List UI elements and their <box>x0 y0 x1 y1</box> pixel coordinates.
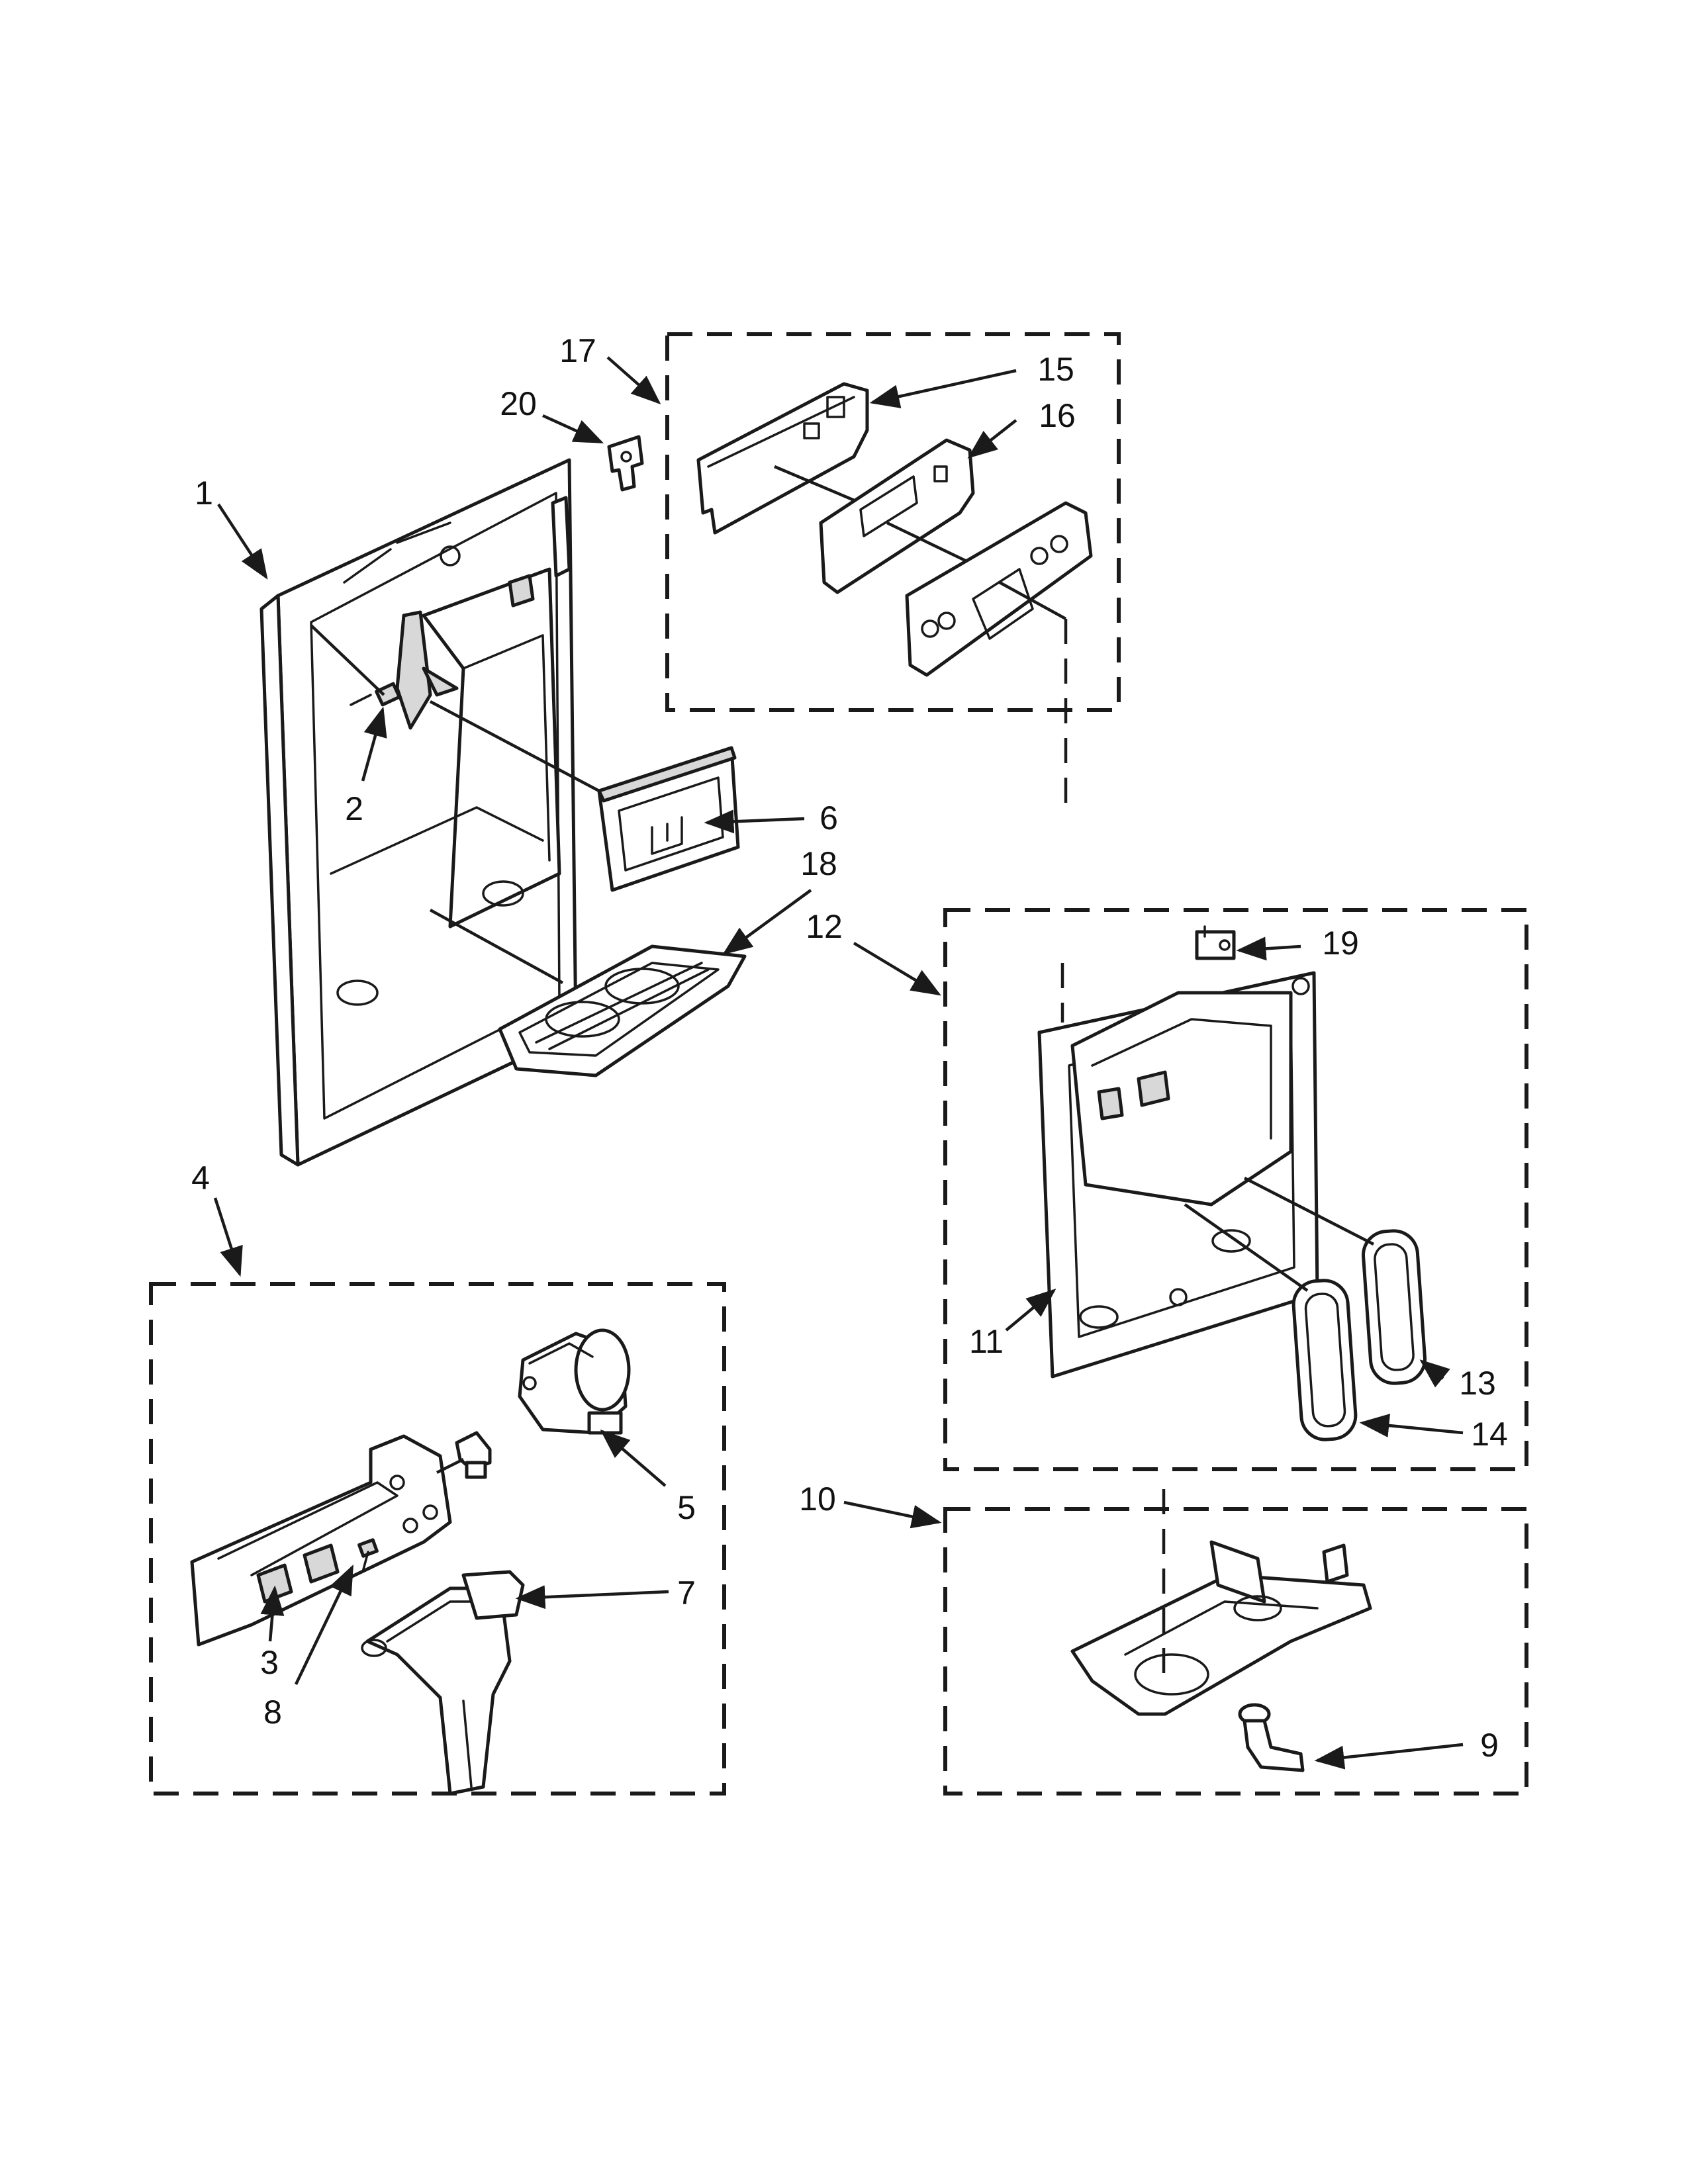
switch-part-19 <box>1195 925 1236 960</box>
actuator-part-6 <box>597 746 740 892</box>
leader-10 <box>843 1500 942 1529</box>
leader-19 <box>1236 936 1301 961</box>
leader-6 <box>704 809 805 834</box>
callout-17: 17 <box>559 332 596 369</box>
leader-16 <box>967 419 1017 459</box>
leader-7 <box>515 1585 669 1610</box>
group-box-10 <box>943 1507 1528 1796</box>
light-lens-part-14 <box>1291 1279 1358 1441</box>
group-box-12 <box>943 908 1528 1471</box>
callout-2: 2 <box>345 790 363 827</box>
chute-part-10 <box>1070 1540 1372 1716</box>
callout-9: 9 <box>1480 1727 1499 1764</box>
callout-18: 18 <box>800 845 837 882</box>
leader-3-internal <box>436 1457 465 1475</box>
callout-11: 11 <box>969 1323 1004 1360</box>
leader-13 <box>1419 1359 1450 1388</box>
leader-14-internal <box>1184 1203 1309 1292</box>
leader-9 <box>1314 1743 1464 1770</box>
callout-13: 13 <box>1459 1365 1496 1402</box>
leader-1 <box>217 503 268 580</box>
callout-6: 6 <box>820 799 838 837</box>
screw-part-2 <box>350 682 401 707</box>
callout-15: 15 <box>1037 351 1074 388</box>
callout-19: 19 <box>1322 925 1359 962</box>
leader-2-line <box>310 624 385 696</box>
leader-16-internal <box>886 521 977 568</box>
bracket-part-15 <box>696 382 869 535</box>
bracket-part-20 <box>607 435 644 492</box>
callout-12: 12 <box>806 908 843 945</box>
motor-part-5 <box>518 1328 631 1435</box>
leader-8 <box>294 1564 354 1685</box>
callout-4: 4 <box>191 1160 210 1197</box>
leader-12 <box>853 942 941 996</box>
callout-3: 3 <box>260 1644 279 1681</box>
leader-13-internal <box>1243 1176 1375 1246</box>
leader-17 <box>606 356 661 404</box>
callout-20: 20 <box>500 385 537 422</box>
callout-7: 7 <box>677 1574 696 1612</box>
leader-11 <box>1005 1289 1056 1332</box>
group-box-17 <box>665 332 1121 712</box>
leader-ui-line <box>998 581 1067 620</box>
leader-20 <box>542 414 604 444</box>
callout-10: 10 <box>799 1480 836 1518</box>
callout-8: 8 <box>263 1694 282 1731</box>
chute-door-part-7 <box>361 1570 525 1796</box>
frame-part-11 <box>1037 971 1319 1379</box>
light-lens-part-13 <box>1362 1229 1427 1385</box>
leader-3 <box>260 1585 285 1642</box>
callout-14: 14 <box>1471 1416 1508 1453</box>
ui-board <box>905 501 1093 677</box>
leader-4 <box>213 1197 243 1277</box>
callout-1: 1 <box>195 475 213 512</box>
leader-2 <box>361 706 387 782</box>
leader-5 <box>600 1430 667 1487</box>
board-part-16 <box>819 438 975 594</box>
callout-5: 5 <box>677 1489 696 1526</box>
group-box-4 <box>149 1282 726 1796</box>
housing-part-1 <box>259 458 578 1167</box>
leader-15-internal <box>774 465 861 505</box>
leader-6-line <box>429 700 600 792</box>
leader-14 <box>1359 1414 1464 1437</box>
screw-part-8 <box>357 1538 379 1573</box>
leader-15 <box>869 369 1017 408</box>
leader-18-tray-line <box>429 909 564 984</box>
nozzle-part-9 <box>1238 1703 1305 1772</box>
coupler <box>455 1431 492 1479</box>
bracket-part-3 <box>190 1434 452 1647</box>
callout-16: 16 <box>1039 397 1076 434</box>
leader-18 <box>722 889 812 955</box>
drip-tray-part-18 <box>498 944 747 1077</box>
